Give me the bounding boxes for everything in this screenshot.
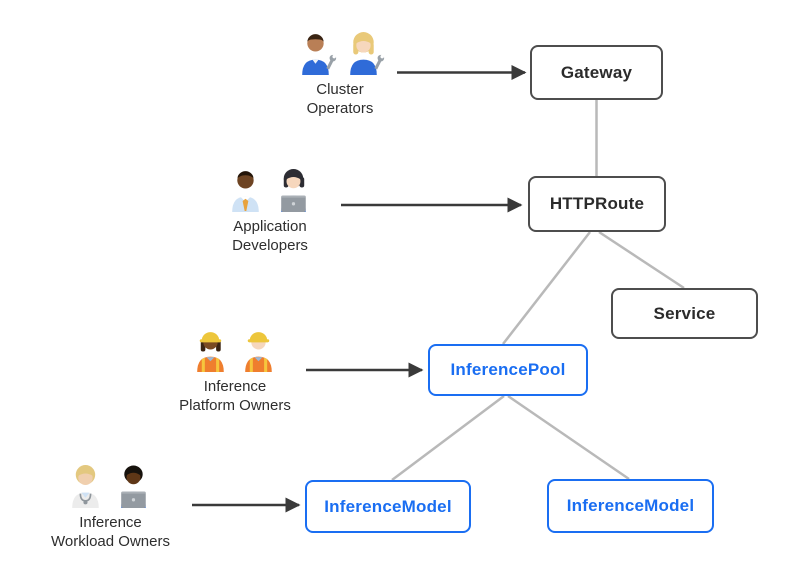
woman-construction-worker-icon bbox=[196, 332, 224, 372]
node-inferencemodel-2-label: InferenceModel bbox=[566, 496, 695, 515]
man-office-worker-icon bbox=[231, 171, 259, 212]
persona-application-developers: Application Developers bbox=[190, 167, 350, 255]
edge-httproute-inferencepool bbox=[502, 231, 591, 345]
persona-label-line1: Application bbox=[233, 218, 307, 235]
node-inferencepool-label: InferencePool bbox=[450, 360, 566, 379]
persona-cluster-operators: Cluster Operators bbox=[260, 30, 420, 118]
node-gateway: Gateway bbox=[530, 45, 663, 100]
persona-label-line2: Operators bbox=[306, 100, 374, 117]
man-construction-worker-icon bbox=[244, 332, 272, 372]
woman-technologist-icon bbox=[280, 169, 306, 212]
person-health-worker-icon bbox=[72, 465, 99, 508]
node-inferencemodel-1: InferenceModel bbox=[305, 480, 471, 533]
node-httproute: HTTPRoute bbox=[528, 176, 666, 232]
edge-inferencepool-inferencemodel-2 bbox=[507, 394, 630, 481]
persona-label-line2: Platform Owners bbox=[179, 397, 291, 414]
persona-label-line1: Inference bbox=[79, 514, 142, 531]
persona-inference-platform-owners: Inference Platform Owners bbox=[155, 327, 315, 415]
node-inferencemodel-1-label: InferenceModel bbox=[324, 496, 452, 516]
edge-httproute-service bbox=[598, 230, 685, 290]
node-gateway-label: Gateway bbox=[560, 62, 633, 82]
man-technologist-icon bbox=[121, 465, 146, 508]
persona-inference-workload-owners: Inference Workload Owners bbox=[28, 463, 193, 551]
edge-inferencepool-inferencemodel-1 bbox=[391, 395, 505, 481]
node-inferencepool: InferencePool bbox=[428, 344, 588, 396]
persona-label-line1: Inference bbox=[203, 378, 267, 395]
woman-mechanic-icon bbox=[349, 32, 384, 75]
node-inferencemodel-2: InferenceModel bbox=[547, 479, 714, 533]
node-service: Service bbox=[611, 288, 758, 339]
persona-label-line1: Cluster bbox=[316, 81, 364, 98]
node-httproute-label: HTTPRoute bbox=[549, 194, 645, 213]
persona-label-line2: Workload Owners bbox=[51, 533, 170, 550]
node-service-label: Service bbox=[653, 303, 716, 323]
man-mechanic-icon bbox=[301, 34, 336, 75]
persona-label-line2: Developers bbox=[232, 237, 308, 254]
